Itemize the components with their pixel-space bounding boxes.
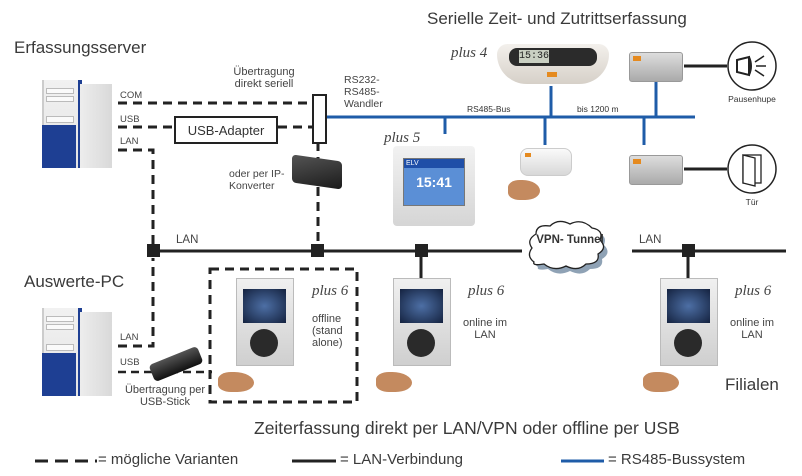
plus5-device: ELV 15:41 [393, 146, 475, 226]
serial-title: Serielle Zeit- und Zutrittserfassung [427, 9, 687, 28]
server-port-usb: USB [120, 114, 140, 125]
tuer-label: Tür [745, 197, 759, 207]
pc-lan-line [118, 258, 155, 348]
wandler-label: RS232- RS485- Wandler [344, 74, 383, 110]
lan-label-right: LAN [639, 234, 662, 246]
plus4-label: plus 4 [451, 45, 488, 61]
lan-node [415, 244, 428, 257]
pausenhupe-label: Pausenhupe [728, 94, 776, 104]
plus6-online-device-1 [393, 278, 451, 366]
bus-length-label: bis 1200 m [577, 104, 619, 114]
uebertragung-seriell-label: Übertragung direkt seriell [233, 66, 295, 90]
pc-port-lan: LAN [120, 332, 139, 343]
pc-port-usb: USB [120, 357, 140, 368]
legend-lan-label: = LAN-Verbindung [340, 451, 464, 468]
auswerte-pc-icon [42, 308, 112, 398]
offline-box [208, 267, 359, 404]
plus4-device: 15:36 [497, 44, 609, 84]
plus5-time: 15:41 [416, 174, 452, 190]
filialen-title: Filialen [725, 375, 779, 394]
server-lan-line [118, 148, 155, 248]
door-icon [727, 144, 777, 194]
rfid-reader [520, 148, 572, 176]
server-port-com: COM [120, 90, 143, 101]
rs232-rs485-converter [312, 94, 327, 144]
plus6-offline-status: offline (stand alone) [312, 313, 343, 349]
bottom-title: Zeiterfassung direkt per LAN/VPN oder of… [254, 418, 680, 438]
plus6-online2-label: plus 6 [735, 283, 772, 299]
auswerte-title: Auswerte-PC [24, 272, 125, 291]
usb-adapter-box: USB-Adapter [174, 116, 278, 144]
plus6-online2-status: online im LAN [729, 317, 775, 341]
plus6-offline-label: plus 6 [312, 283, 349, 299]
lan-node [311, 244, 324, 257]
server-pc-icon [42, 80, 112, 170]
lan-node [682, 244, 695, 257]
rs485-bus-label: RS485-Bus [467, 104, 511, 114]
server-port-lan: LAN [120, 136, 139, 147]
legend-dashed-label: = mögliche Varianten [98, 451, 239, 468]
hand-keyfob-icon [218, 372, 254, 392]
plus6-online1-label: plus 6 [468, 283, 505, 299]
server-title: Erfassungsserver [14, 38, 147, 57]
plus5-brand: ELV [404, 159, 464, 168]
vpn-label: VPN- Tunnel [536, 234, 604, 246]
legend-rs485-label: = RS485-Bussystem [608, 451, 746, 468]
horn-icon [727, 41, 777, 91]
hand-keyfob-icon [376, 372, 412, 392]
plus6-offline-device [236, 278, 294, 366]
plus6-online-device-2 [660, 278, 718, 366]
relay-module-door [629, 155, 683, 185]
usb-stick-label: Übertragung per USB-Stick [124, 384, 206, 408]
hand-keyfob-icon [643, 372, 679, 392]
hand-keyfob-icon [508, 180, 540, 200]
lan-node [147, 244, 160, 257]
plus6-online1-status: online im LAN [462, 317, 508, 341]
relay-module-horn [629, 52, 683, 82]
ip-konverter-label: oder per IP-Konverter [229, 168, 285, 192]
plus5-label: plus 5 [384, 130, 421, 146]
vpn-cloud-icon [528, 220, 608, 274]
lan-label-left: LAN [176, 234, 199, 246]
plus4-time: 15:36 [519, 50, 550, 63]
